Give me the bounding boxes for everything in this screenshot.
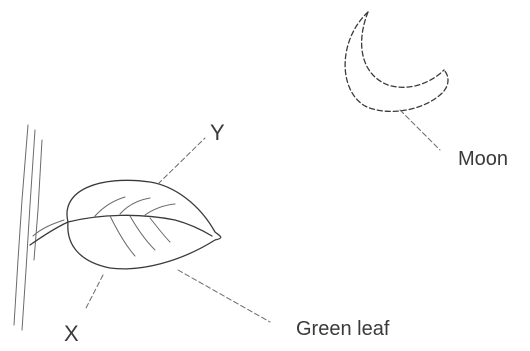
green-leaf <box>67 180 221 269</box>
x-leader-line <box>85 275 103 310</box>
label-moon: Moon <box>458 148 508 170</box>
crescent-moon <box>345 12 448 111</box>
label-y: Y <box>210 120 225 145</box>
label-green-leaf: Green leaf <box>296 318 390 340</box>
moon-leader-line <box>400 110 440 150</box>
y-leader-line <box>158 138 205 184</box>
tree-branch <box>14 125 68 330</box>
green-leaf-leader-line <box>178 270 270 322</box>
label-x: X <box>64 321 79 346</box>
